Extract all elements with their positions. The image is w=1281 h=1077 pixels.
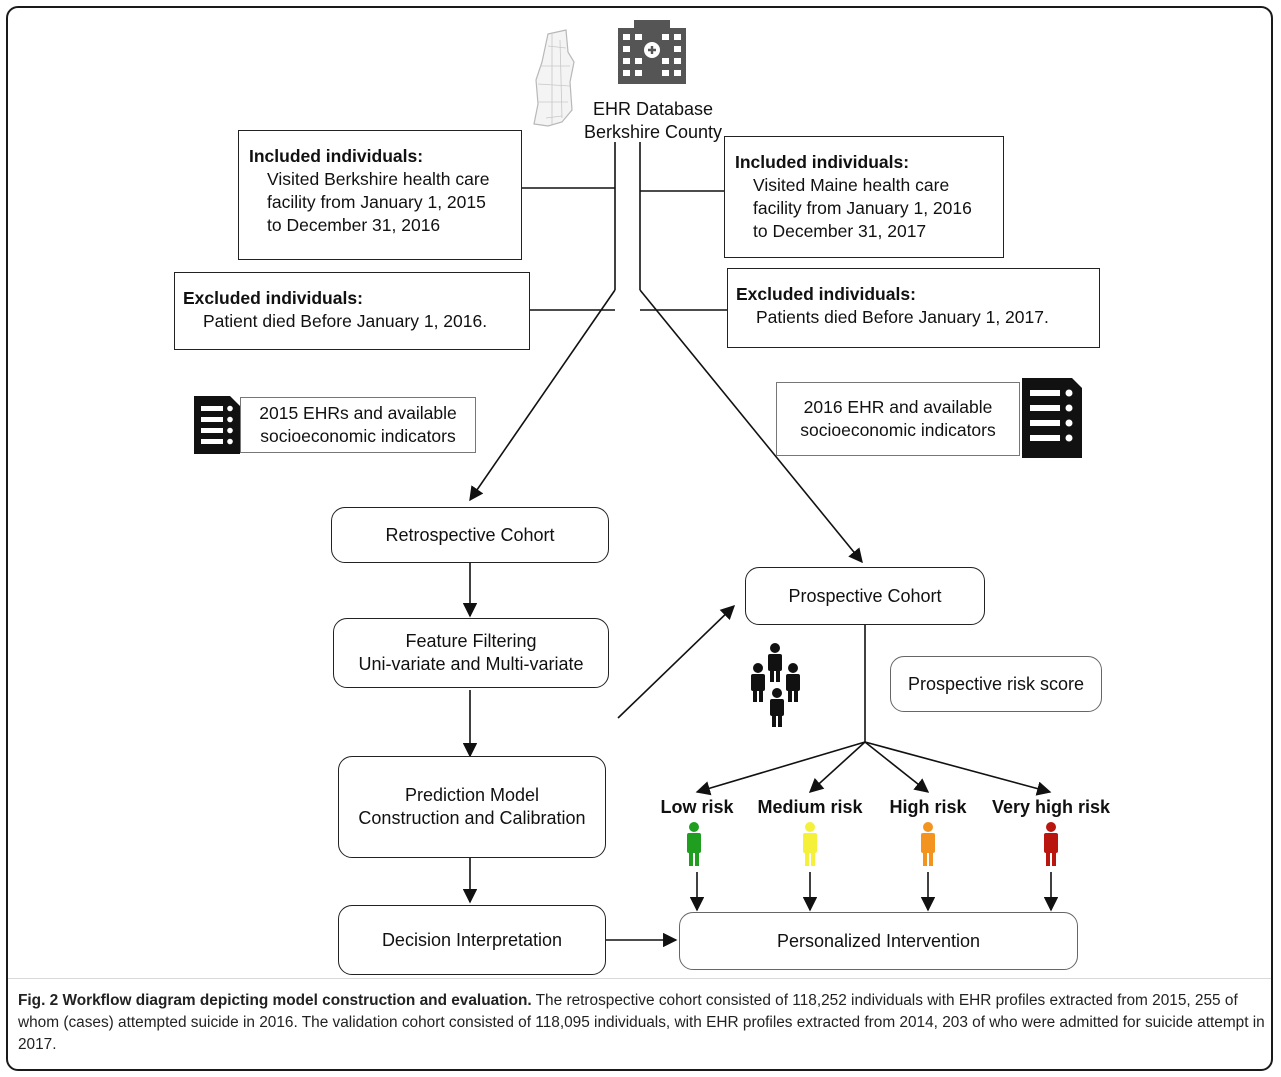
caption-text: The retrospective cohort consisted of 11… xyxy=(18,992,1265,1053)
included-left-line-2: facility from January 1, 2015 xyxy=(267,192,486,212)
risk-label-high: High risk xyxy=(889,797,967,817)
prospective-cohort-label: Prospective Cohort xyxy=(788,585,942,606)
risk-label-low: Low risk xyxy=(660,797,734,817)
caption-divider xyxy=(8,978,1271,979)
feature-filtering-title: Feature Filtering xyxy=(405,631,537,651)
prospective-risk-score-box: Prospective risk score xyxy=(890,656,1102,712)
data-source-right: 2016 EHR and available socioeconomic ind… xyxy=(776,382,1020,456)
data-source-left: 2015 EHRs and available socioeconomic in… xyxy=(240,397,476,453)
personalized-intervention-label: Personalized Intervention xyxy=(776,930,981,951)
ehr-document-icon-right xyxy=(1022,378,1082,458)
feature-filtering-subtitle: Uni-variate and Multi-variate xyxy=(358,654,584,674)
person-icon-high-risk xyxy=(921,822,935,866)
retrospective-cohort-label: Retrospective Cohort xyxy=(385,524,555,545)
prospective-cohort-box: Prospective Cohort xyxy=(745,567,985,625)
excluded-left-body: Patient died Before January 1, 2016. xyxy=(203,311,488,331)
excluded-individuals-left: Excluded individuals: Patient died Befor… xyxy=(174,272,530,350)
included-individuals-right: Included individuals: Visited Maine heal… xyxy=(724,136,1004,258)
figure-caption: Fig. 2 Workflow diagram depicting model … xyxy=(18,990,1270,1056)
retrospective-cohort-box: Retrospective Cohort xyxy=(331,507,609,563)
data-source-right-line-2: socioeconomic indicators xyxy=(800,420,996,440)
included-right-line-3: to December 31, 2017 xyxy=(753,221,927,241)
person-icon-very-high-risk xyxy=(1044,822,1058,866)
included-individuals-left: Included individuals: Visited Berkshire … xyxy=(238,130,522,260)
prospective-risk-score-label: Prospective risk score xyxy=(907,673,1085,694)
excluded-right-title: Excluded individuals: xyxy=(736,284,916,304)
hospital-building-icon xyxy=(618,20,686,84)
prediction-model-box: Prediction Model Construction and Calibr… xyxy=(338,756,606,858)
prediction-model-subtitle: Construction and Calibration xyxy=(358,808,586,828)
risk-label-very-high: Very high risk xyxy=(991,797,1111,817)
person-icon-low-risk xyxy=(687,822,701,866)
database-name: EHR Database xyxy=(592,99,714,119)
county-map-icon xyxy=(533,29,575,127)
ehr-database-label: EHR Database Berkshire County xyxy=(568,98,738,144)
included-left-line-3: to December 31, 2016 xyxy=(267,215,441,235)
included-left-line-1: Visited Berkshire health care xyxy=(267,169,490,189)
decision-interpretation-label: Decision Interpretation xyxy=(381,929,563,950)
prediction-model-title: Prediction Model xyxy=(404,785,540,805)
feature-filtering-box: Feature Filtering Uni-variate and Multi-… xyxy=(333,618,609,688)
caption-title: Fig. 2 Workflow diagram depicting model … xyxy=(18,992,532,1009)
included-right-line-1: Visited Maine health care xyxy=(753,175,950,195)
decision-interpretation-box: Decision Interpretation xyxy=(338,905,606,975)
people-group-icon xyxy=(751,643,800,727)
database-county: Berkshire County xyxy=(583,122,723,142)
data-source-left-line-2: socioeconomic indicators xyxy=(260,426,456,446)
included-left-title: Included individuals: xyxy=(249,146,424,166)
included-right-title: Included individuals: xyxy=(735,152,910,172)
risk-label-medium: Medium risk xyxy=(757,797,863,817)
personalized-intervention-box: Personalized Intervention xyxy=(679,912,1078,970)
excluded-left-title: Excluded individuals: xyxy=(183,288,363,308)
data-source-right-line-1: 2016 EHR and available xyxy=(803,397,993,417)
data-source-left-line-1: 2015 EHRs and available xyxy=(259,403,457,423)
excluded-right-body: Patients died Before January 1, 2017. xyxy=(756,307,1049,327)
excluded-individuals-right: Excluded individuals: Patients died Befo… xyxy=(727,268,1100,348)
person-icon-medium-risk xyxy=(803,822,817,866)
ehr-document-icon xyxy=(194,396,240,454)
included-right-line-2: facility from January 1, 2016 xyxy=(753,198,972,218)
